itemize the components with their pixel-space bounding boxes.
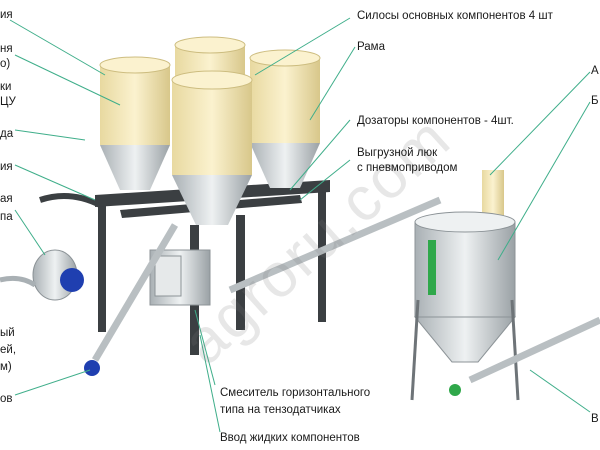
label-left-7: ия [0, 161, 13, 173]
silo-back-right [249, 49, 321, 188]
label-left-8: ая [0, 193, 13, 205]
label-left-2: ня [0, 43, 13, 55]
label-mixer-line2: типа на тензодатчиках [220, 404, 341, 416]
screw-conveyor-left [84, 223, 179, 376]
label-left-9: па [0, 211, 13, 223]
leader-lines [9, 17, 591, 433]
label-left-1: ия [0, 9, 13, 21]
label-left-3: о) [0, 58, 11, 70]
label-left-10: ый [0, 327, 15, 339]
label-left-11: ей, [0, 344, 17, 356]
label-silos: Силосы основных компонентов 4 шт [357, 10, 553, 22]
horizontal-mixer [149, 249, 211, 306]
label-left-5: ЦУ [0, 96, 16, 108]
silo-back-left [99, 56, 171, 190]
label-dosers: Дозаторы компонентов - 4шт. [357, 115, 514, 127]
label-left-6: да [0, 128, 14, 140]
cyclone-unit [0, 193, 102, 301]
label-hatch-line2: с пневмоприводом [357, 162, 458, 174]
silo-front [171, 70, 253, 225]
label-left-12: м) [0, 361, 12, 373]
label-frame: Рама [357, 41, 385, 53]
label-liquid: Ввод жидких компонентов [220, 432, 360, 444]
screw-conveyor-main [228, 196, 442, 294]
vertical-mixer [410, 170, 600, 401]
label-mixer-line1: Смеситель горизонтального [220, 387, 371, 399]
label-left-4: ки [0, 81, 12, 93]
label-left-13: ов [0, 393, 13, 405]
label-hatch-line1: Выгрузной люк [357, 147, 438, 159]
label-edge-a: А [591, 65, 599, 77]
label-edge-v: В [591, 413, 599, 425]
label-edge-b: Б [591, 95, 599, 107]
